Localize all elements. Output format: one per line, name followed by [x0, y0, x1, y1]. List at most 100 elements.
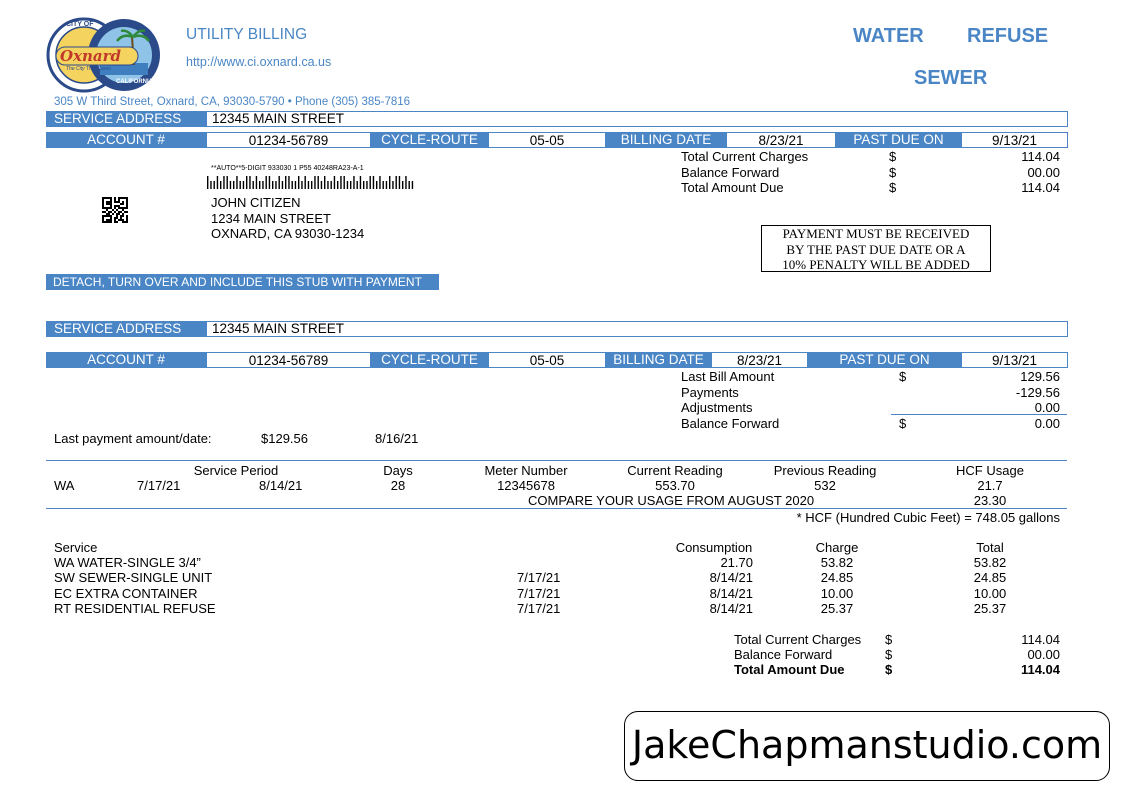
charge-amount: 24.85 [820, 570, 854, 585]
meter-hcf-usage: 21.7 [977, 478, 1003, 493]
penalty-notice: PAYMENT MUST BE RECEIVED BY THE PAST DUE… [761, 225, 991, 272]
stub-total-amount: 114.04 [1021, 180, 1060, 195]
billing-date-label: BILLING DATE [606, 352, 711, 368]
billing-date-label: BILLING DATE [606, 132, 726, 148]
notice-line: 10% PENALTY WILL BE ADDED [782, 257, 970, 272]
charge-service: WA WATER-SINGLE 3/4” [54, 555, 201, 570]
account-number: 01234-56789 [206, 352, 371, 368]
account-label: ACCOUNT # [46, 352, 206, 368]
charge-total: 24.85 [973, 570, 1007, 585]
service-address-label: SERVICE ADDRESS [47, 321, 207, 337]
past-due-label: PAST DUE ON [808, 352, 961, 368]
recipient-city: OXNARD, CA 93030-1234 [211, 226, 365, 241]
past-due-value: 9/13/21 [961, 132, 1068, 148]
meter-end-date: 8/14/21 [259, 478, 303, 493]
cycle-route-value: 05-05 [488, 352, 606, 368]
charge-total: 53.82 [973, 555, 1007, 570]
charge-service: SW SEWER-SINGLE UNIT [54, 570, 213, 585]
summary-currency: $ [885, 662, 893, 677]
meter-start-date: 7/17/21 [137, 478, 181, 493]
meter-header: Previous Reading [773, 463, 877, 478]
stub-total-currency: $ [889, 165, 897, 180]
stub-total-label: Balance Forward [681, 165, 780, 180]
meter-header: Service Period [193, 463, 279, 478]
stub-total-amount: 114.04 [1021, 149, 1060, 164]
bill-title: UTILITY BILLING [186, 26, 308, 43]
watermark-badge: JakeChapmanstudio.com [624, 711, 1110, 781]
service-address-label: SERVICE ADDRESS [47, 111, 207, 127]
stub-total-currency: $ [889, 149, 897, 164]
charge-amount: 10.00 [820, 586, 854, 601]
summary-amount: 114.04 [1020, 662, 1060, 677]
service-refuse-label: REFUSE [967, 25, 1049, 47]
website-link[interactable]: http://www.ci.oxnard.ca.us [186, 55, 332, 69]
service-address-value: 12345 MAIN STREET [212, 111, 345, 126]
service-sewer-label: SEWER [914, 67, 988, 89]
stub-total-label: Total Amount Due [681, 180, 784, 195]
postal-auto-line: **AUTO**5-DIGIT 933030 1 P55 40248RA23-A… [211, 165, 364, 172]
charge-total: 10.00 [973, 586, 1007, 601]
bill-account-bar: ACCOUNT # 01234-56789 CYCLE-ROUTE 05-05 … [46, 352, 1068, 368]
charges-header: Consumption [675, 540, 753, 555]
cycle-route-label: CYCLE-ROUTE [371, 352, 488, 368]
stub-service-address-row: SERVICE ADDRESS 12345 MAIN STREET [46, 111, 1068, 127]
office-address: 305 W Third Street, Oxnard, CA, 93030-57… [54, 96, 411, 108]
charge-end: 21.70 [720, 555, 753, 570]
logo-city-text: CITY OF [66, 21, 94, 28]
hcf-note: * HCF (Hundred Cubic Feet) = 748.05 gall… [796, 510, 1060, 525]
balance-amount: 0.00 [1034, 416, 1060, 431]
meter-header: Days [383, 463, 413, 478]
charge-start: 7/17/21 [517, 586, 561, 601]
cycle-route-label: CYCLE-ROUTE [371, 132, 488, 148]
stub-total-label: Total Current Charges [681, 149, 809, 164]
detach-instruction: DETACH, TURN OVER AND INCLUDE THIS STUB … [46, 274, 439, 290]
cycle-route-value: 05-05 [488, 132, 606, 148]
account-number: 01234-56789 [206, 132, 371, 148]
summary-label: Total Current Charges [734, 632, 862, 647]
compare-usage-label: COMPARE YOUR USAGE FROM AUGUST 2020 [528, 493, 815, 508]
charge-end: 8/14/21 [709, 601, 753, 616]
account-label: ACCOUNT # [46, 132, 206, 148]
billing-date-value: 8/23/21 [726, 132, 836, 148]
last-payment-date: 8/16/21 [375, 431, 419, 446]
summary-label: Balance Forward [734, 647, 833, 662]
logo-wordmark: Oxnard [60, 47, 122, 65]
meter-header: Current Reading [627, 463, 723, 478]
logo-state-text: CALIFORNIA [116, 79, 153, 85]
stub-total-amount: 00.00 [1027, 165, 1060, 180]
charge-amount: 53.82 [820, 555, 854, 570]
charge-total: 25.37 [973, 601, 1007, 616]
stub-account-bar: ACCOUNT # 01234-56789 CYCLE-ROUTE 05-05 … [46, 132, 1068, 148]
meter-header: Meter Number [484, 463, 568, 478]
charges-header: Charge [815, 540, 859, 555]
meter-number: 12345678 [497, 478, 555, 493]
last-payment-amount: $129.56 [261, 431, 308, 446]
charge-end: 8/14/21 [709, 586, 753, 601]
city-logo: Oxnard CITY OF The City That Cares CALIF… [46, 17, 162, 93]
meter-bottom-divider [46, 508, 1067, 509]
charge-amount: 25.37 [820, 601, 854, 616]
summary-label: Total Amount Due [734, 662, 845, 677]
charges-header: Service [54, 540, 98, 555]
balance-divider [891, 414, 1067, 415]
charges-header: Total [976, 540, 1004, 555]
charge-end: 8/14/21 [709, 570, 753, 585]
meter-days: 28 [390, 478, 406, 493]
past-due-value: 9/13/21 [961, 352, 1068, 368]
service-address-value: 12345 MAIN STREET [212, 321, 345, 336]
balance-currency: $ [899, 369, 907, 384]
balance-amount: 129.56 [1020, 369, 1060, 384]
notice-line: PAYMENT MUST BE RECEIVED [782, 226, 970, 241]
notice-line: BY THE PAST DUE DATE OR A [786, 241, 966, 257]
meter-header: HCF Usage [956, 463, 1024, 478]
compare-usage-value: 23.30 [973, 493, 1007, 508]
charge-service: EC EXTRA CONTAINER [54, 586, 198, 601]
past-due-label: PAST DUE ON [836, 132, 961, 148]
logo-tagline: The City That Cares [66, 66, 111, 72]
recipient-street: 1234 MAIN STREET [211, 211, 331, 226]
balance-label: Adjustments [681, 400, 753, 415]
summary-currency: $ [885, 632, 893, 647]
service-water-label: WATER [853, 25, 924, 47]
summary-amount: 114.04 [1021, 632, 1060, 647]
balance-label: Payments [681, 385, 739, 400]
